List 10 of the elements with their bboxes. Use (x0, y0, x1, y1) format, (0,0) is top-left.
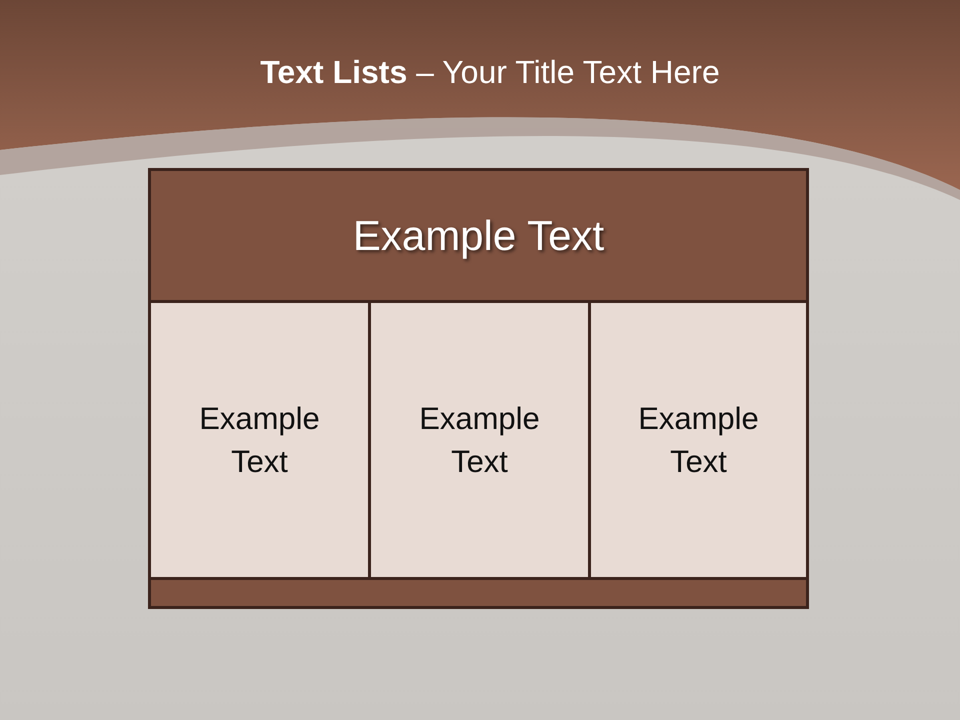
cell-text: Example Text (198, 400, 321, 481)
footer-bar (148, 577, 809, 609)
table-cell (588, 300, 809, 580)
header-text: Example Text (352, 212, 604, 260)
cell-text: Example Text (418, 400, 541, 481)
table-header (148, 168, 809, 303)
table-cell (148, 300, 371, 580)
table-cell (368, 300, 591, 580)
slide-title: Text Lists – Your Title Text Here (260, 54, 720, 91)
cell-text: Example Text (637, 400, 760, 481)
